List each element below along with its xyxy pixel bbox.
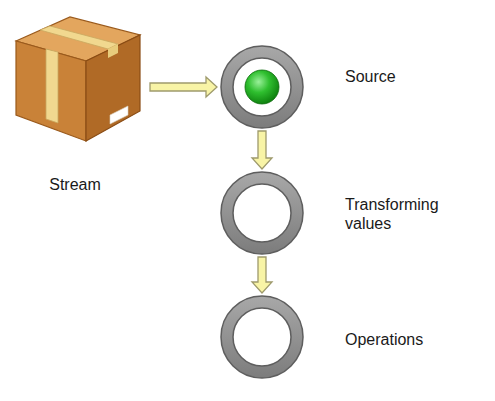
node-label: Source bbox=[345, 67, 475, 86]
ring-outline bbox=[220, 45, 304, 129]
stage-circle: Source bbox=[220, 45, 304, 129]
ring-inner bbox=[233, 308, 291, 366]
ring-outer bbox=[221, 46, 303, 128]
flow-arrow bbox=[252, 131, 272, 169]
ring-inner bbox=[233, 184, 291, 242]
node-label: Stream bbox=[25, 175, 125, 194]
node-label: Operations bbox=[345, 330, 475, 349]
ring-outer bbox=[221, 296, 303, 378]
ring-inner bbox=[233, 58, 291, 116]
ring-outer bbox=[221, 172, 303, 254]
flow-arrow bbox=[252, 257, 272, 293]
ring-outline bbox=[220, 295, 304, 379]
stage-circle: Operations bbox=[220, 295, 304, 379]
stage-circle: Transforming values bbox=[220, 171, 304, 255]
node-label: Transforming values bbox=[345, 195, 455, 233]
green-ball bbox=[245, 70, 279, 104]
stream-box: Stream bbox=[10, 5, 145, 145]
ring-outline bbox=[220, 171, 304, 255]
flow-arrow bbox=[150, 77, 217, 97]
cardboard-box-illustration bbox=[10, 5, 145, 145]
